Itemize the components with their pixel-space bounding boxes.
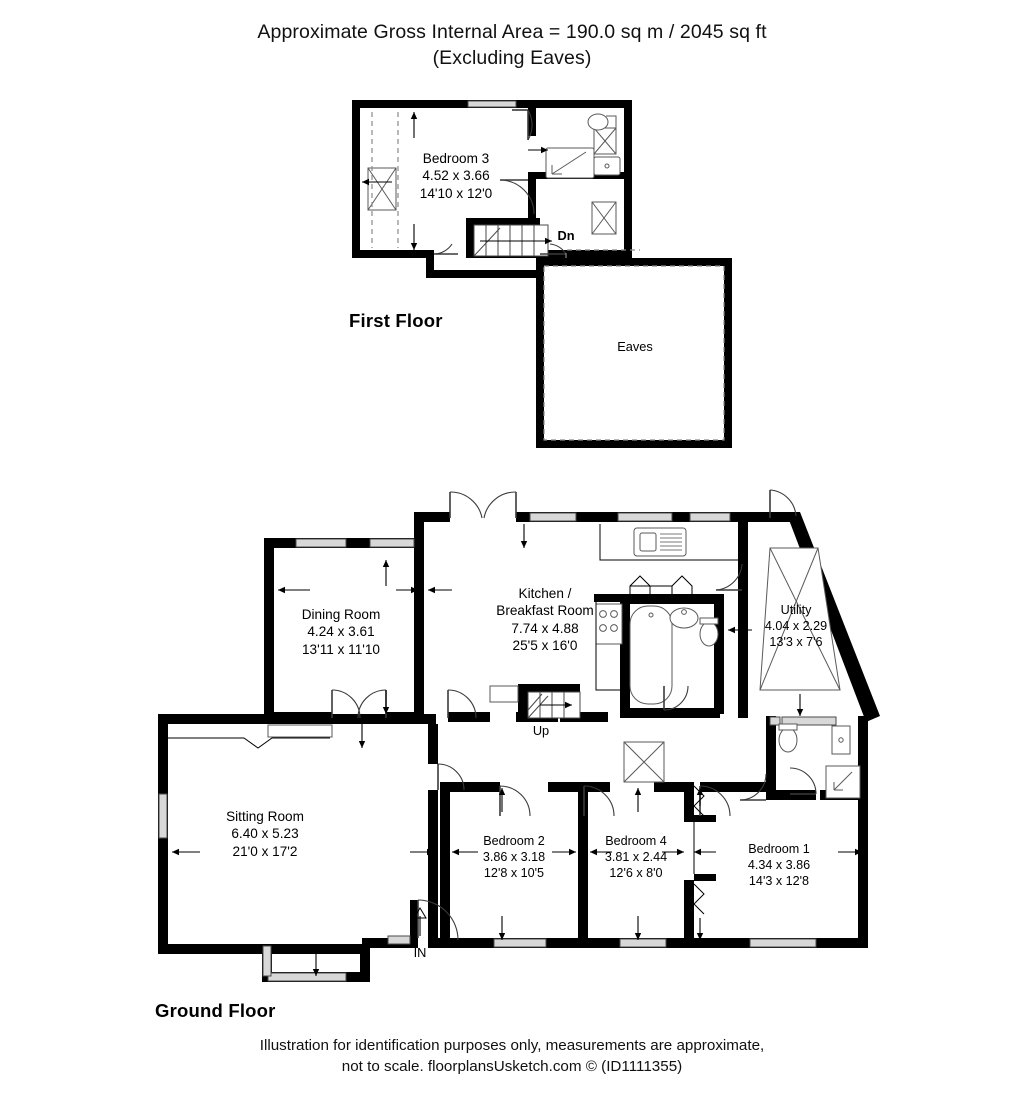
footer-line-1: Illustration for identification purposes… — [259, 1037, 765, 1054]
stairs-down-label: Dn — [557, 228, 575, 243]
footer-disclaimer: Illustration for identification purposes… — [0, 1036, 1024, 1078]
first-floor-label: First Floor — [349, 310, 443, 331]
footer-line-2: not to scale. floorplansUsketch.com © (I… — [341, 1057, 683, 1075]
gross-area-line: Approximate Gross Internal Area = 190.0 … — [257, 21, 767, 43]
ground-floor-label: Ground Floor — [155, 1000, 276, 1021]
stairs-up-label: Up — [532, 723, 550, 738]
entrance-label: IN — [413, 945, 427, 960]
room-label-eaves: Eaves — [617, 339, 653, 354]
excluding-eaves-line: (Excluding Eaves) — [432, 46, 592, 69]
page-title: Approximate Gross Internal Area = 190.0 … — [0, 20, 1024, 71]
